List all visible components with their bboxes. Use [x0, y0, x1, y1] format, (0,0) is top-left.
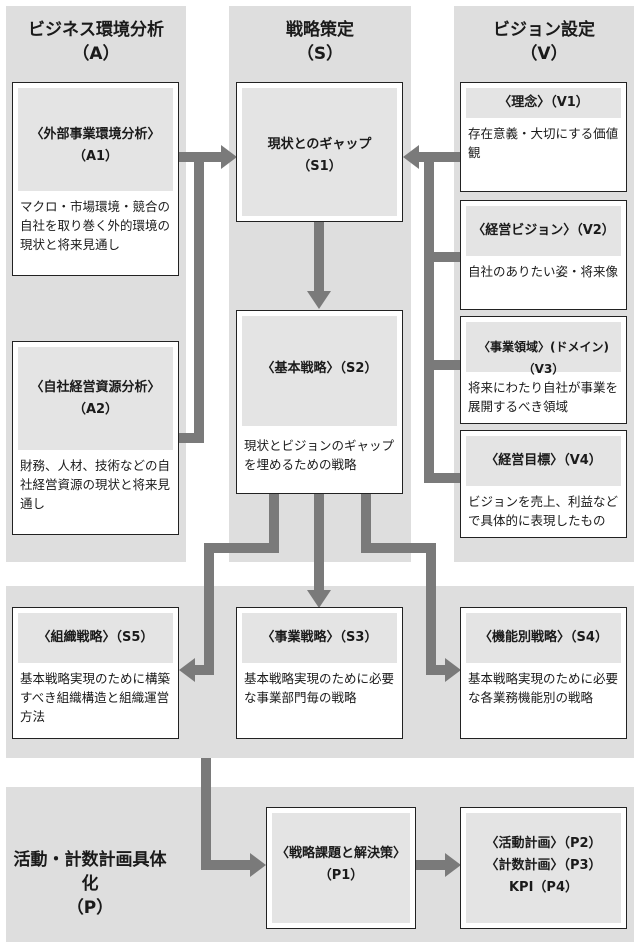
box-v2: 〈経営ビジョン〉（V2） 自社のありたい姿・将来像: [460, 200, 627, 310]
box-s3-title-text: 〈事業戦略〉（S3）: [261, 630, 378, 645]
box-s1-title: 現状とのギャップ （S1）: [242, 88, 397, 216]
box-s1-code: （S1）: [297, 159, 342, 174]
column-code-a: （A）: [72, 44, 120, 64]
box-s4-desc: 基本戦略実現のために必要な各業務機能別の戦略: [468, 671, 619, 705]
column-title-s: 戦略策定: [286, 20, 354, 40]
box-v4-title-text: 〈経営目標〉（V4）: [485, 453, 602, 468]
box-v1-title-text: 〈理念〉（V1）: [498, 95, 589, 110]
box-v1-title: 〈理念〉（V1）: [466, 88, 621, 118]
arrow-s2-to-s5-d: [194, 665, 214, 675]
box-a1-code: （A1）: [72, 149, 119, 164]
box-s4-title-text: 〈機能別戦略〉（S4）: [479, 630, 608, 645]
box-s2-title: 〈基本戦略〉（S2）: [242, 316, 397, 426]
box-s4-title: 〈機能別戦略〉（S4）: [466, 613, 621, 663]
box-p2-line3: KPI（P4）: [508, 880, 578, 895]
column-header-s: 戦略策定 （S）: [229, 18, 411, 66]
box-v3-desc: 将来にわたり自社が事業を展開するべき領域: [468, 380, 619, 414]
box-a1-desc: マクロ・市場環境・競合の自社を取り巻く外的環境の現状と将来見通し: [20, 199, 171, 252]
box-s2-desc: 現状とビジョンのギャップを埋めるための戦略: [244, 438, 395, 472]
box-a2: 〈自社経営資源分析〉 （A2） 財務、人材、技術などの自社経営資源の現状と将来見…: [12, 341, 179, 535]
column-title-v: ビジョン設定: [493, 20, 595, 40]
arrow-a-connector: [194, 152, 204, 443]
plan-title: 活動・計数計画具体化: [13, 850, 167, 894]
arrow-a-to-s1-head: [221, 145, 237, 169]
box-s2-title-text: 〈基本戦略〉（S2）: [261, 361, 378, 376]
box-s5: 〈組織戦略〉（S5） 基本戦略実現のために構築すべき組織構造と組織運営方法: [12, 607, 179, 739]
box-v2-title-text: 〈経営ビジョン〉（V2）: [472, 223, 615, 238]
arrow-v-to-s1-shaft: [418, 152, 430, 162]
box-v1-desc: 存在意義・大切にする価値観: [468, 126, 619, 160]
box-a2-desc: 財務、人材、技術などの自社経営資源の現状と将来見通し: [20, 458, 171, 511]
arrow-s2-to-s5-b: [204, 543, 279, 553]
arrow-s2-to-s4-b: [361, 543, 436, 553]
box-v2-title: 〈経営ビジョン〉（V2）: [466, 206, 621, 256]
box-a2-title: 〈自社経営資源分析〉 （A2）: [18, 347, 173, 450]
box-s1-title-text: 現状とのギャップ: [267, 137, 372, 152]
box-p2-line2: 〈計数計画〉（P3）: [485, 858, 602, 873]
box-s3-desc: 基本戦略実現のために必要な事業部門毎の戦略: [244, 671, 395, 705]
arrow-v-connector: [424, 152, 434, 483]
box-v4-desc: ビジョンを売上、利益などで具体的に表現したもの: [468, 494, 619, 528]
box-v3-title: 〈事業領域〉(ドメイン)（V3）: [466, 322, 621, 376]
arrow-a-to-s1-shaft: [200, 152, 222, 162]
arrow-s2-to-s5-a: [269, 494, 279, 548]
box-a1-title-text: 〈外部事業環境分析〉: [30, 127, 161, 142]
column-header-a: ビジネス環境分析 （A）: [6, 18, 186, 66]
arrow-v3-stub: [428, 360, 460, 370]
box-p1-code: （P1）: [318, 868, 364, 883]
box-s5-desc: 基本戦略実現のために構築すべき組織構造と組織運営方法: [20, 671, 171, 724]
arrow-s2-to-s3-shaft: [314, 494, 324, 591]
box-p1-title: 〈戦略課題と解決策〉 （P1）: [272, 813, 410, 923]
arrow-v-to-s1-head: [403, 145, 419, 169]
box-v4-title: 〈経営目標〉（V4）: [466, 436, 621, 486]
box-v3: 〈事業領域〉(ドメイン)（V3） 将来にわたり自社が事業を展開するべき領域: [460, 316, 627, 424]
arrow-p1-to-p2-shaft: [416, 860, 446, 870]
arrow-s2-to-s5-head: [179, 658, 195, 682]
box-s1: 現状とのギャップ （S1）: [236, 82, 403, 222]
arrow-s2-to-s4-a: [361, 494, 371, 548]
arrow-v4-stub: [428, 473, 460, 483]
column-title-a: ビジネス環境分析: [28, 20, 164, 40]
box-s3-title: 〈事業戦略〉（S3）: [242, 613, 397, 663]
box-p2: 〈活動計画〉（P2） 〈計数計画〉（P3） KPI（P4）: [460, 807, 627, 929]
arrow-to-p1-b: [201, 860, 251, 870]
arrow-v2-stub: [428, 252, 460, 262]
box-s4: 〈機能別戦略〉（S4） 基本戦略実現のために必要な各業務機能別の戦略: [460, 607, 627, 739]
box-p1-title-text: 〈戦略課題と解決策〉: [275, 846, 406, 861]
box-s5-title: 〈組織戦略〉（S5）: [18, 613, 173, 663]
arrow-s2-to-s3-head: [307, 590, 331, 608]
plan-code: （P）: [66, 898, 114, 918]
arrow-s2-to-s4-c: [426, 543, 436, 673]
arrow-a2-stub: [178, 433, 200, 443]
box-s3: 〈事業戦略〉（S3） 基本戦略実現のために必要な事業部門毎の戦略: [236, 607, 403, 739]
box-p2-line1: 〈活動計画〉（P2）: [485, 836, 602, 851]
arrow-s2-to-s4-d: [426, 665, 446, 675]
arrow-s2-to-s4-head: [445, 658, 461, 682]
arrow-to-p1-head: [250, 853, 266, 877]
arrow-p1-to-p2-head: [445, 853, 461, 877]
arrow-v1-stub: [428, 152, 460, 162]
box-v3-title-text: 〈事業領域〉(ドメイン)（V3）: [478, 340, 609, 376]
box-a1-title: 〈外部事業環境分析〉 （A1）: [18, 88, 173, 191]
box-a1: 〈外部事業環境分析〉 （A1） マクロ・市場環境・競合の自社を取り巻く外的環境の…: [12, 82, 179, 276]
arrow-a1-stub: [178, 152, 200, 162]
arrow-to-p1-a: [201, 758, 211, 870]
box-p1: 〈戦略課題と解決策〉 （P1）: [266, 807, 416, 929]
box-s5-title-text: 〈組織戦略〉（S5）: [37, 630, 154, 645]
arrow-s2-to-s5-c: [204, 543, 214, 673]
column-code-s: （S）: [296, 44, 344, 64]
column-code-v: （V）: [520, 44, 568, 64]
arrow-s1-to-s2-head: [307, 291, 331, 309]
box-v4: 〈経営目標〉（V4） ビジョンを売上、利益などで具体的に表現したもの: [460, 430, 627, 538]
column-header-v: ビジョン設定 （V）: [454, 18, 634, 66]
arrow-s1-to-s2-shaft: [314, 222, 324, 292]
box-s2: 〈基本戦略〉（S2） 現状とビジョンのギャップを埋めるための戦略: [236, 310, 403, 494]
plan-header: 活動・計数計画具体化 （P）: [10, 848, 170, 920]
box-v2-desc: 自社のありたい姿・将来像: [468, 264, 619, 279]
box-v1: 〈理念〉（V1） 存在意義・大切にする価値観: [460, 82, 627, 192]
box-a2-code: （A2）: [72, 402, 119, 417]
box-p2-title: 〈活動計画〉（P2） 〈計数計画〉（P3） KPI（P4）: [466, 813, 621, 923]
box-a2-title-text: 〈自社経営資源分析〉: [30, 380, 161, 395]
